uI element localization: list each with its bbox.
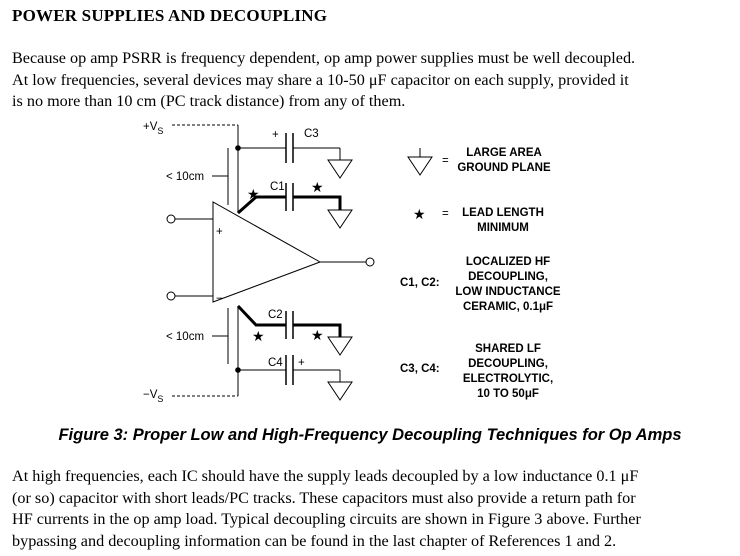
c4-polarity-plus: + <box>298 357 305 369</box>
intro-line-1: Because op amp PSRR is frequency depende… <box>12 49 636 67</box>
ground-symbol-c2 <box>327 336 353 356</box>
body-line-1: At high frequencies, each IC should have… <box>12 467 639 485</box>
legend-c34-line3: ELECTROLYTIC, <box>463 373 553 385</box>
section-heading: POWER SUPPLIES AND DECOUPLING <box>12 6 328 25</box>
legend-c12-line4: CERAMIC, 0.1μF <box>463 301 553 313</box>
star-icon: ★ <box>247 187 260 203</box>
intro-paragraph: Because op amp PSRR is frequency depende… <box>12 48 732 113</box>
body-paragraph: At high frequencies, each IC should have… <box>12 466 732 552</box>
legend-ground-equals: = <box>442 155 449 167</box>
legend-ground-line2: GROUND PLANE <box>457 162 551 174</box>
neg-supply-label: −VS <box>143 389 163 404</box>
noninverting-input-terminal <box>166 214 176 224</box>
c1-ground-lead <box>293 195 342 210</box>
decoupling-schematic: ★ ★ ★ ★ ★ +VS −VS < 10cm < 10cm C3 C1 C2… <box>143 121 561 404</box>
legend-c12-line1: LOCALIZED HF <box>466 256 550 268</box>
star-icon: ★ <box>252 329 265 345</box>
c2-lead <box>236 304 286 327</box>
c1-lead <box>237 195 286 215</box>
inverting-input-symbol: − <box>216 293 223 305</box>
ground-symbol-c3 <box>327 159 353 179</box>
legend-ground-line1: LARGE AREA <box>466 147 542 159</box>
legend-lead-line1: LEAD LENGTH <box>462 207 544 219</box>
c2-ground-lead <box>293 323 342 337</box>
figure-caption: Figure 3: Proper Low and High-Frequency … <box>58 426 682 444</box>
body-line-2: (or so) capacitor with short leads/PC tr… <box>12 488 636 507</box>
output-terminal <box>365 257 375 267</box>
ground-symbol-c4 <box>327 381 353 401</box>
top-distance-label: < 10cm <box>166 171 204 183</box>
legend-star-icon: ★ <box>413 207 426 223</box>
star-icon: ★ <box>311 328 324 344</box>
ground-symbol-c1 <box>327 209 353 229</box>
legend-c12-line3: LOW INDUCTANCE <box>455 286 561 298</box>
op-amp-symbol <box>212 201 322 303</box>
legend-lead-line2: MINIMUM <box>477 222 529 234</box>
intro-line-2: At low frequencies, several devices may … <box>12 70 629 89</box>
junction-dot-bottom <box>235 367 241 373</box>
legend-lead-equals: = <box>442 208 449 220</box>
c3-polarity-plus: + <box>272 129 279 141</box>
c1-label: C1 <box>270 181 285 193</box>
legend-c34-line1: SHARED LF <box>475 343 541 355</box>
body-line-3: HF currents in the op amp load. Typical … <box>12 510 641 528</box>
legend-ground-symbol <box>407 156 433 176</box>
bottom-distance-label: < 10cm <box>166 331 204 343</box>
star-icon: ★ <box>311 180 324 196</box>
legend-c34-line2: DECOUPLING, <box>468 358 548 370</box>
c4-label: C4 <box>268 357 283 369</box>
junction-dot-top <box>235 145 241 151</box>
c3-label: C3 <box>304 128 319 140</box>
pos-supply-label: +VS <box>143 121 163 136</box>
inverting-input-terminal <box>166 291 176 301</box>
legend-c12-key: C1, C2: <box>400 277 440 289</box>
noninverting-input-symbol: + <box>216 226 223 238</box>
intro-line-3: is no more than 10 cm (PC track distance… <box>12 92 406 110</box>
legend-c12-line2: DECOUPLING, <box>468 271 548 283</box>
legend-c34-line4: 10 TO 50μF <box>477 388 539 400</box>
legend-c34-key: C3, C4: <box>400 363 440 375</box>
body-line-4: bypassing and decoupling information can… <box>12 531 617 550</box>
c2-label: C2 <box>268 309 283 321</box>
